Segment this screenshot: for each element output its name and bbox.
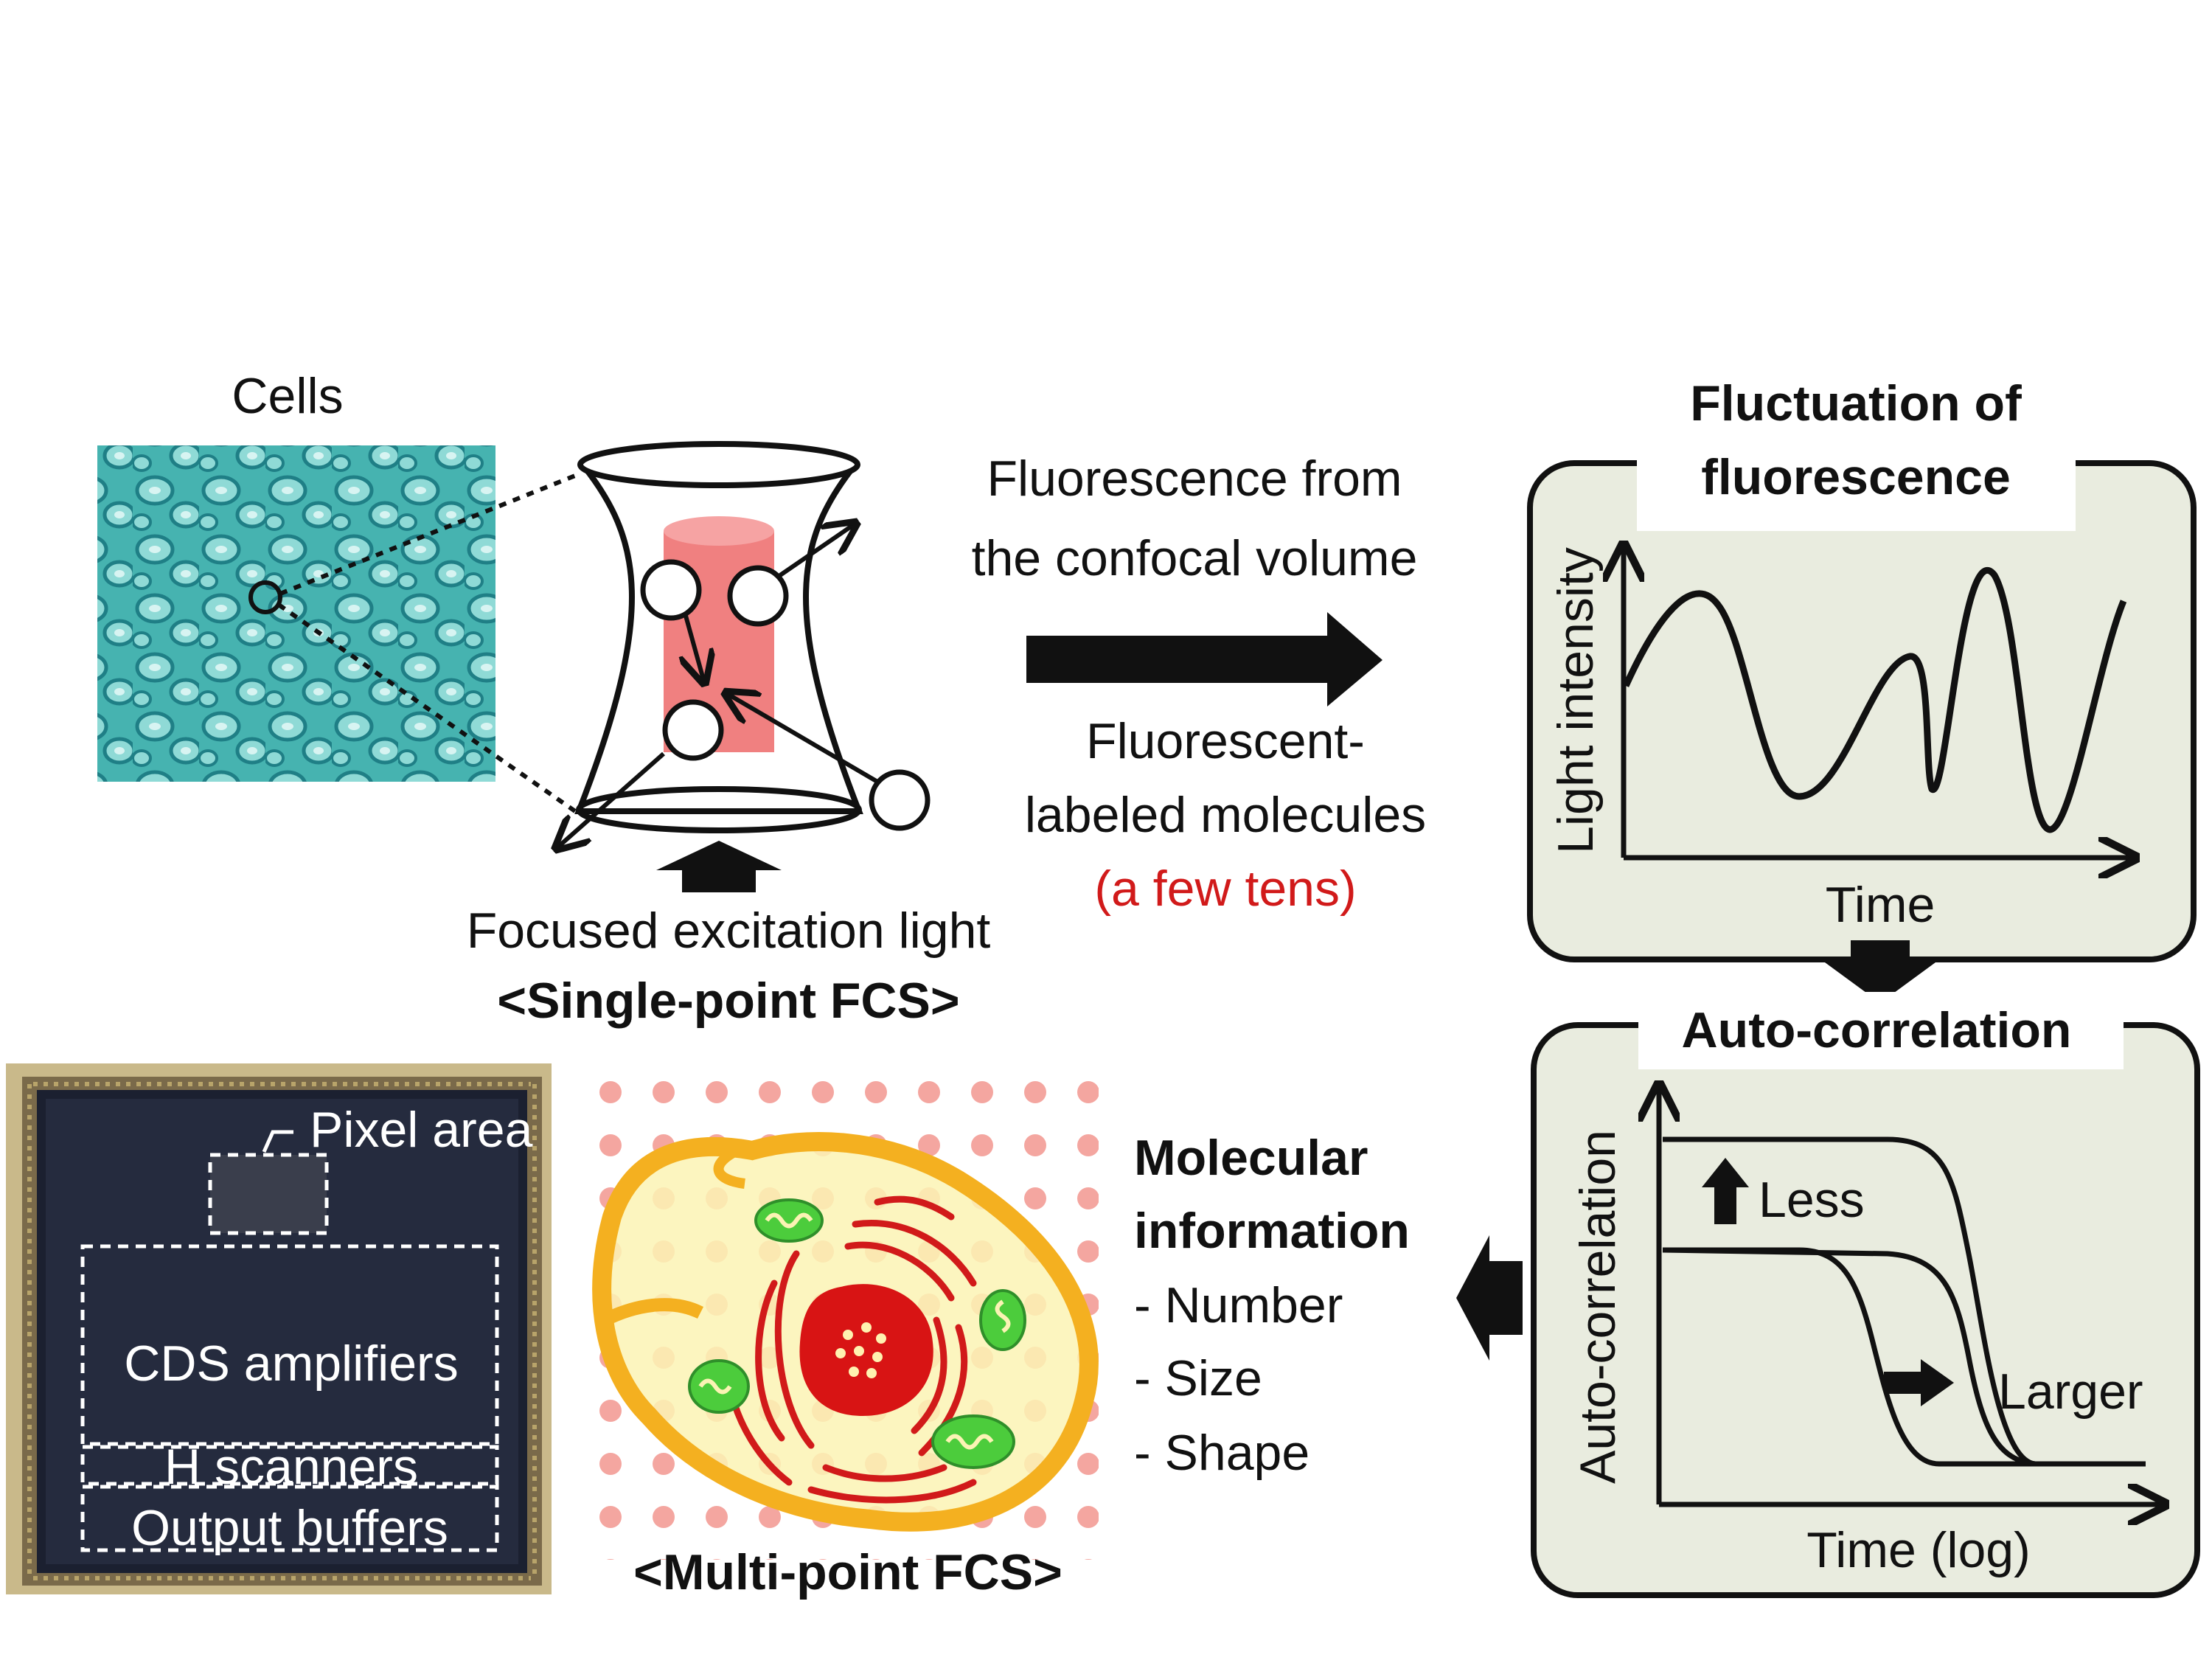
multi-point-title: <Multi-point FCS>: [633, 1544, 1062, 1600]
cells-micrograph: [97, 445, 495, 782]
h-scanners-box: [80, 1445, 499, 1486]
excitation-label: Focused excitation light: [467, 903, 991, 959]
molecules-text-line-2: labeled molecules: [1025, 787, 1426, 843]
right-arrow-icon: [1026, 612, 1382, 706]
molecules-count: (a few tens): [1094, 861, 1356, 917]
annotation-less: Less: [1759, 1172, 1865, 1228]
output-buffers-label: Output buffers: [131, 1500, 448, 1556]
molecule-icon: [869, 769, 931, 831]
less-arrow-icon: [1702, 1158, 1749, 1224]
molecules-text-line-1: Fluorescent-: [1086, 713, 1365, 769]
left-arrow-icon: [1456, 1235, 1523, 1361]
fluctuation-ylabel: Light intensity: [1548, 547, 1604, 854]
autocorrelation-title: Auto-correlation: [1682, 1002, 2072, 1058]
h-scanners-label: H scanners: [164, 1439, 418, 1495]
fluctuation-xlabel: Time: [1826, 877, 1935, 933]
autocorrelation-plot: [1659, 1086, 2164, 1504]
focus-spot-icon: [248, 580, 282, 614]
cell-illustration-icon: [592, 1132, 1099, 1532]
output-buffers-box: [80, 1485, 499, 1552]
cds-amplifiers-label: CDS amplifiers: [124, 1336, 458, 1392]
cells-label: Cells: [232, 368, 343, 424]
fluctuation-title-line-2: fluorescence: [1701, 449, 2011, 505]
molecular-info-item: - Shape: [1134, 1425, 1310, 1481]
curve-larger-molecules: [1662, 1247, 2146, 1467]
confocal-text-line-1: Fluorescence from: [987, 451, 1402, 507]
autocorrelation-title-backdrop: [1638, 992, 2124, 1069]
molecular-info-title-line-1: Molecular: [1134, 1130, 1368, 1186]
larger-arrow-icon: [1884, 1359, 1954, 1406]
confocal-text-line-2: the confocal volume: [972, 530, 1418, 586]
pixel-area-box: [208, 1153, 329, 1235]
fluctuation-title-line-1: Fluctuation of: [1690, 375, 2022, 431]
curve-less-molecules: [1663, 1136, 2146, 1467]
zoom-line-bottom: [277, 603, 577, 813]
excitation-arrow-icon: [656, 841, 782, 892]
down-arrow-icon: [1825, 940, 1935, 1003]
autocorrelation-ylabel: Auto-correlation: [1570, 1130, 1626, 1484]
confocal-volume-icon: [557, 441, 931, 848]
molecular-info-item: - Size: [1134, 1350, 1262, 1406]
fluctuation-plot: [1624, 546, 2135, 858]
fluctuation-title-backdrop: [1637, 428, 2076, 531]
single-point-title: <Single-point FCS>: [497, 973, 959, 1029]
pixel-area-label: Pixel area: [310, 1102, 533, 1158]
molecular-info-title-line-2: information: [1134, 1203, 1410, 1259]
sensor-chip-photo: [6, 1063, 552, 1594]
molecule-icon: [727, 565, 789, 627]
molecule-icon: [662, 699, 724, 761]
curve-reference: [1663, 1247, 2146, 1467]
molecule-icon: [640, 559, 702, 621]
annotation-larger: Larger: [1998, 1364, 2143, 1420]
cds-amplifiers-box: [80, 1244, 499, 1446]
intensity-trace: [1622, 567, 2127, 833]
molecular-info-item: - Number: [1134, 1277, 1343, 1333]
autocorrelation-xlabel: Time (log): [1806, 1522, 2031, 1578]
